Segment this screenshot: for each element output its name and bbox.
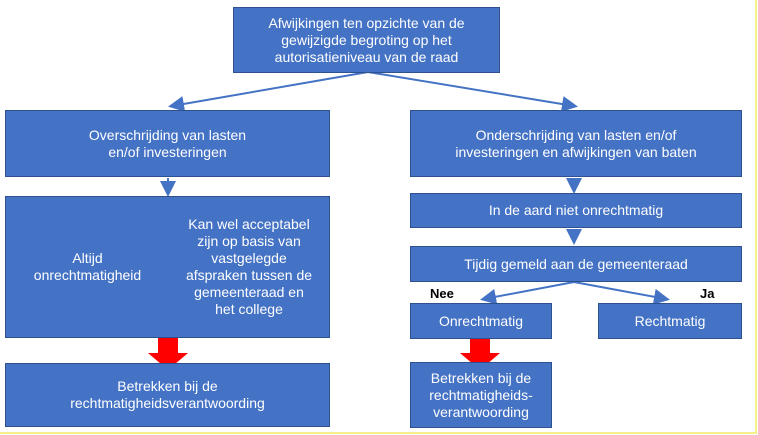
left-main-text: Overschrijding van lasten en/of invester… (88, 126, 247, 160)
left-detail-a: Altijd onrechtmatigheid (6, 197, 169, 337)
right-bottom-text: Betrekken bij de rechtmatigheids- verant… (429, 369, 533, 420)
right-nee-box: Onrechtmatig (410, 303, 552, 339)
red-arrow-left (148, 338, 188, 370)
right-main-text: Onderschrijding van lasten en/of investe… (455, 126, 697, 160)
left-main-box: Overschrijding van lasten en/of invester… (5, 110, 330, 177)
connector-top-left (168, 71, 369, 112)
right-step-1-box: In de aard niet onrechtmatig (410, 193, 742, 228)
left-bottom-box: Betrekken bij de rechtmatigheidsverantwo… (5, 363, 330, 427)
right-ja-text: Rechtmatig (634, 312, 706, 329)
left-detail-b-text: Kan wel acceptabel zijn op basis van vas… (185, 216, 313, 317)
right-main-box: Onderschrijding van lasten en/of investe… (410, 110, 742, 177)
left-detail-a-text: Altijd onrechtmatigheid (33, 250, 142, 283)
right-nee-text: Onrechtmatig (438, 312, 524, 329)
top-box: Afwijkingen ten opzichte van de gewijzig… (233, 7, 500, 73)
right-ja-box: Rechtmatig (598, 303, 742, 339)
connector-top-right (367, 71, 578, 112)
right-bottom-box: Betrekken bij de rechtmatigheids- verant… (410, 362, 552, 428)
right-step-2-box: Tijdig gemeld aan de gemeenteraad (410, 246, 742, 282)
left-detail-b: Kan wel acceptabel zijn op basis van vas… (169, 197, 329, 337)
left-detail-box: Altijd onrechtmatigheid Kan wel acceptab… (5, 196, 330, 338)
label-ja: Ja (700, 286, 715, 301)
left-bottom-text: Betrekken bij de rechtmatigheidsverantwo… (70, 378, 265, 411)
connector-nee (480, 281, 575, 305)
label-nee: Nee (430, 286, 454, 301)
top-box-text: Afwijkingen ten opzichte van de gewijzig… (268, 14, 465, 65)
right-step-2-text: Tijdig gemeld aan de gemeenteraad (464, 255, 688, 272)
red-arrow-right (460, 338, 500, 370)
right-step-1-text: In de aard niet onrechtmatig (488, 202, 664, 218)
connector-ja (573, 281, 670, 305)
